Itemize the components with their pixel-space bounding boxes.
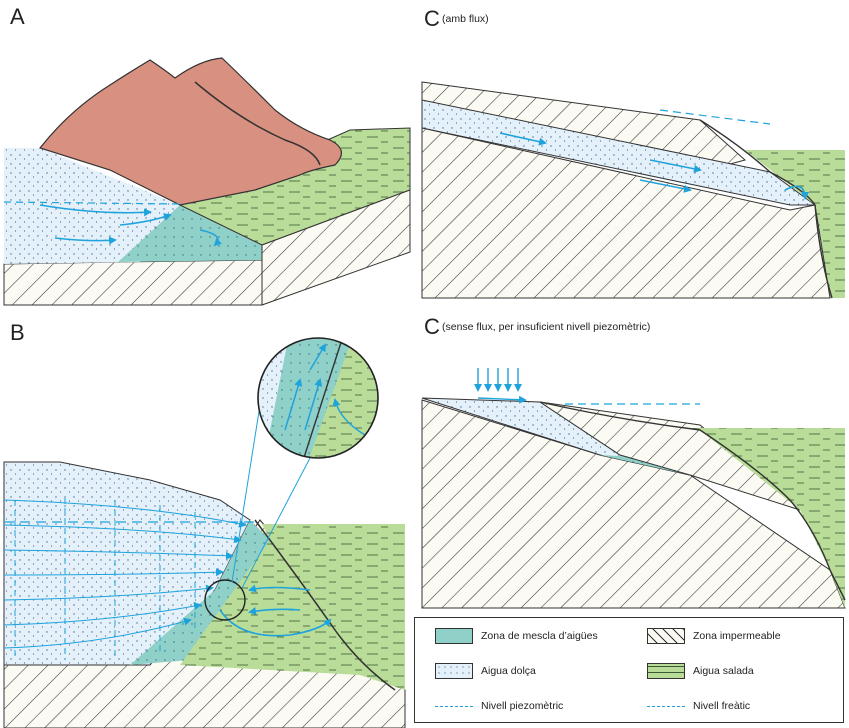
impermeable-layer-a xyxy=(3,259,263,306)
flow-arrow-a-2 xyxy=(54,236,117,245)
panel-c1-label: C xyxy=(424,6,440,31)
legend-label-mixing-zone: Zona de mescla d’aigües xyxy=(481,630,598,642)
zoom-region-b xyxy=(204,579,246,621)
legend-label-impermeable: Zona impermeable xyxy=(693,630,781,642)
panel-a-diagram xyxy=(3,57,411,306)
return-arrow-b-3 xyxy=(219,609,332,637)
flow-arrow-c1-1 xyxy=(499,132,547,146)
recharge-arrows-c2 xyxy=(474,368,522,392)
legend-label-fresh-water: Aigua dolça xyxy=(481,665,536,677)
flow-arrow-a-3 xyxy=(119,213,172,226)
fresh-water-c1 xyxy=(421,99,817,206)
flow-arrow-c1-4 xyxy=(784,185,809,200)
legend: Zona de mescla d’aigües Zona impermeable… xyxy=(414,617,844,723)
piezometric-line-swatch xyxy=(435,706,473,707)
zoom-lens-b xyxy=(258,338,378,458)
fresh-water-swatch xyxy=(435,663,473,679)
legend-label-piezometric: Nivell piezomètric xyxy=(481,700,564,712)
cliff-line-c2 xyxy=(539,401,846,601)
legend-label-water-table: Nivell freàtic xyxy=(693,700,751,712)
panel-c2-diagram xyxy=(421,368,846,609)
panel-c1-note: (amb flux) xyxy=(442,13,489,25)
mountain-a xyxy=(38,57,342,206)
panel-a-label: A xyxy=(10,4,25,29)
return-arrow-b-2 xyxy=(248,607,301,616)
salt-water-swatch xyxy=(647,663,685,679)
sea-floor-b xyxy=(254,519,396,691)
legend-label-salt-water: Aigua salada xyxy=(693,665,754,677)
flow-arrow-a-4 xyxy=(199,229,223,247)
flow-arrow-c2 xyxy=(477,395,527,404)
mixing-zone-a xyxy=(118,205,262,262)
water-table-line-swatch xyxy=(647,706,685,707)
block-side-face-a xyxy=(261,189,411,306)
flow-arrow-a-1 xyxy=(39,204,152,217)
salt-water-c2 xyxy=(680,428,845,608)
zoom-connector-2 xyxy=(241,457,311,589)
flow-arrow-c1-2 xyxy=(649,159,702,173)
mixing-zone-swatch xyxy=(435,628,473,644)
zoom-connector-1 xyxy=(231,385,264,583)
impermeable-swatch xyxy=(647,628,685,644)
flow-lines-b xyxy=(3,499,247,649)
panel-c2-note: (sense flux, per insuficient nivell piez… xyxy=(442,321,651,333)
equipotential-lines-b xyxy=(14,498,196,660)
cliff-line-c1 xyxy=(699,119,833,299)
river-valley-a xyxy=(194,81,321,166)
impermeable-lower-c1 xyxy=(421,127,831,299)
zoom-lens-outline xyxy=(257,337,379,459)
piezometric-line-a xyxy=(3,201,181,205)
panel-b-diagram xyxy=(3,337,406,728)
panel-b-label: B xyxy=(10,320,25,345)
return-arrow-b-1 xyxy=(248,584,311,593)
piezometric-line-c1 xyxy=(659,109,771,125)
panel-c1-diagram xyxy=(421,81,845,299)
flow-arrow-c1-3 xyxy=(639,179,692,193)
panel-c2-label: C xyxy=(424,314,440,339)
mixing-zone-b xyxy=(130,520,270,665)
salt-water-c1 xyxy=(745,150,845,298)
fresh-water-a xyxy=(4,148,180,264)
